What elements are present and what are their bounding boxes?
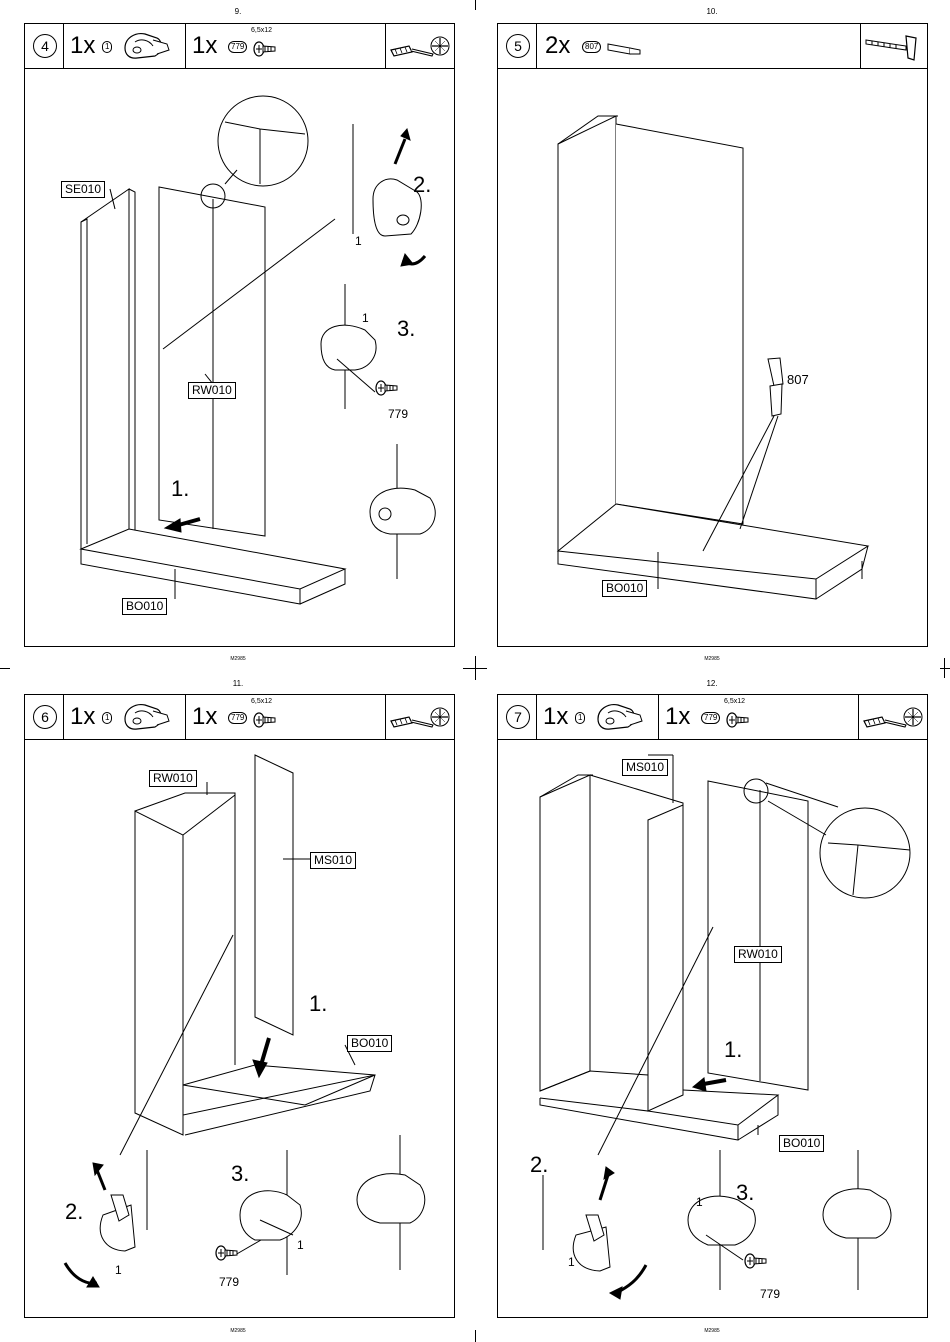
footer-code: M2985 [208, 1328, 268, 1334]
crop-mark-center-v [475, 656, 476, 680]
part-callout: 1 [696, 1195, 703, 1209]
page-number-10: 10. [682, 7, 742, 16]
step-number-2: 2. [413, 172, 431, 198]
footer-code: M2985 [682, 656, 742, 662]
part-label-BO010: BO010 [602, 580, 647, 597]
crop-mark-right [940, 668, 950, 669]
part-label-MS010: MS010 [310, 852, 356, 869]
assembly-illustration [498, 695, 929, 1319]
part-label-RW010: RW010 [734, 946, 782, 963]
page-number-12: 12. [682, 679, 742, 688]
assembly-illustration [25, 695, 456, 1319]
step-number-3: 3. [736, 1180, 754, 1206]
assembly-illustration [25, 24, 456, 648]
part-callout: 779 [388, 407, 408, 421]
part-callout: 779 [219, 1275, 239, 1289]
crop-mark-right-v [944, 658, 945, 678]
part-callout: 1 [362, 311, 369, 325]
step-number-3: 3. [231, 1161, 249, 1187]
crop-mark-top [475, 0, 476, 10]
page-number-9: 9. [208, 7, 268, 16]
instruction-panel-step-5: 5 2x 807 BO010 807 [497, 23, 928, 647]
part-callout: 1 [568, 1255, 575, 1269]
footer-code: M2985 [682, 1328, 742, 1334]
footer-code: M2985 [208, 656, 268, 662]
step-number-3: 3. [397, 316, 415, 342]
part-callout-807: 807 [787, 372, 809, 387]
step-number-1: 1. [309, 991, 327, 1017]
part-label-SE010: SE010 [61, 181, 105, 198]
instruction-panel-step-7: 7 1x 1 1x 6,5x12 779 [497, 694, 928, 1318]
instruction-panel-step-4: 4 1x 1 1x 6,5x12 779 [24, 23, 455, 647]
part-callout: 1 [355, 234, 362, 248]
step-number-2: 2. [530, 1152, 548, 1178]
instruction-panel-step-6: 6 1x 1 1x 6,5x12 779 [24, 694, 455, 1318]
part-callout: 1 [115, 1263, 122, 1277]
step-number-1: 1. [724, 1037, 742, 1063]
crop-mark-left [0, 668, 10, 669]
part-label-MS010: MS010 [622, 759, 668, 776]
part-label-BO010: BO010 [347, 1035, 392, 1052]
part-label-BO010: BO010 [779, 1135, 824, 1152]
part-callout: 1 [297, 1238, 304, 1252]
part-label-RW010: RW010 [149, 770, 197, 787]
part-label-RW010: RW010 [188, 382, 236, 399]
page-number-11: 11. [208, 679, 268, 688]
step-number-1: 1. [171, 476, 189, 502]
part-callout: 779 [760, 1287, 780, 1301]
crop-mark-bottom [475, 1330, 476, 1342]
assembly-illustration [498, 24, 929, 648]
part-label-BO010: BO010 [122, 598, 167, 615]
step-number-2: 2. [65, 1199, 83, 1225]
